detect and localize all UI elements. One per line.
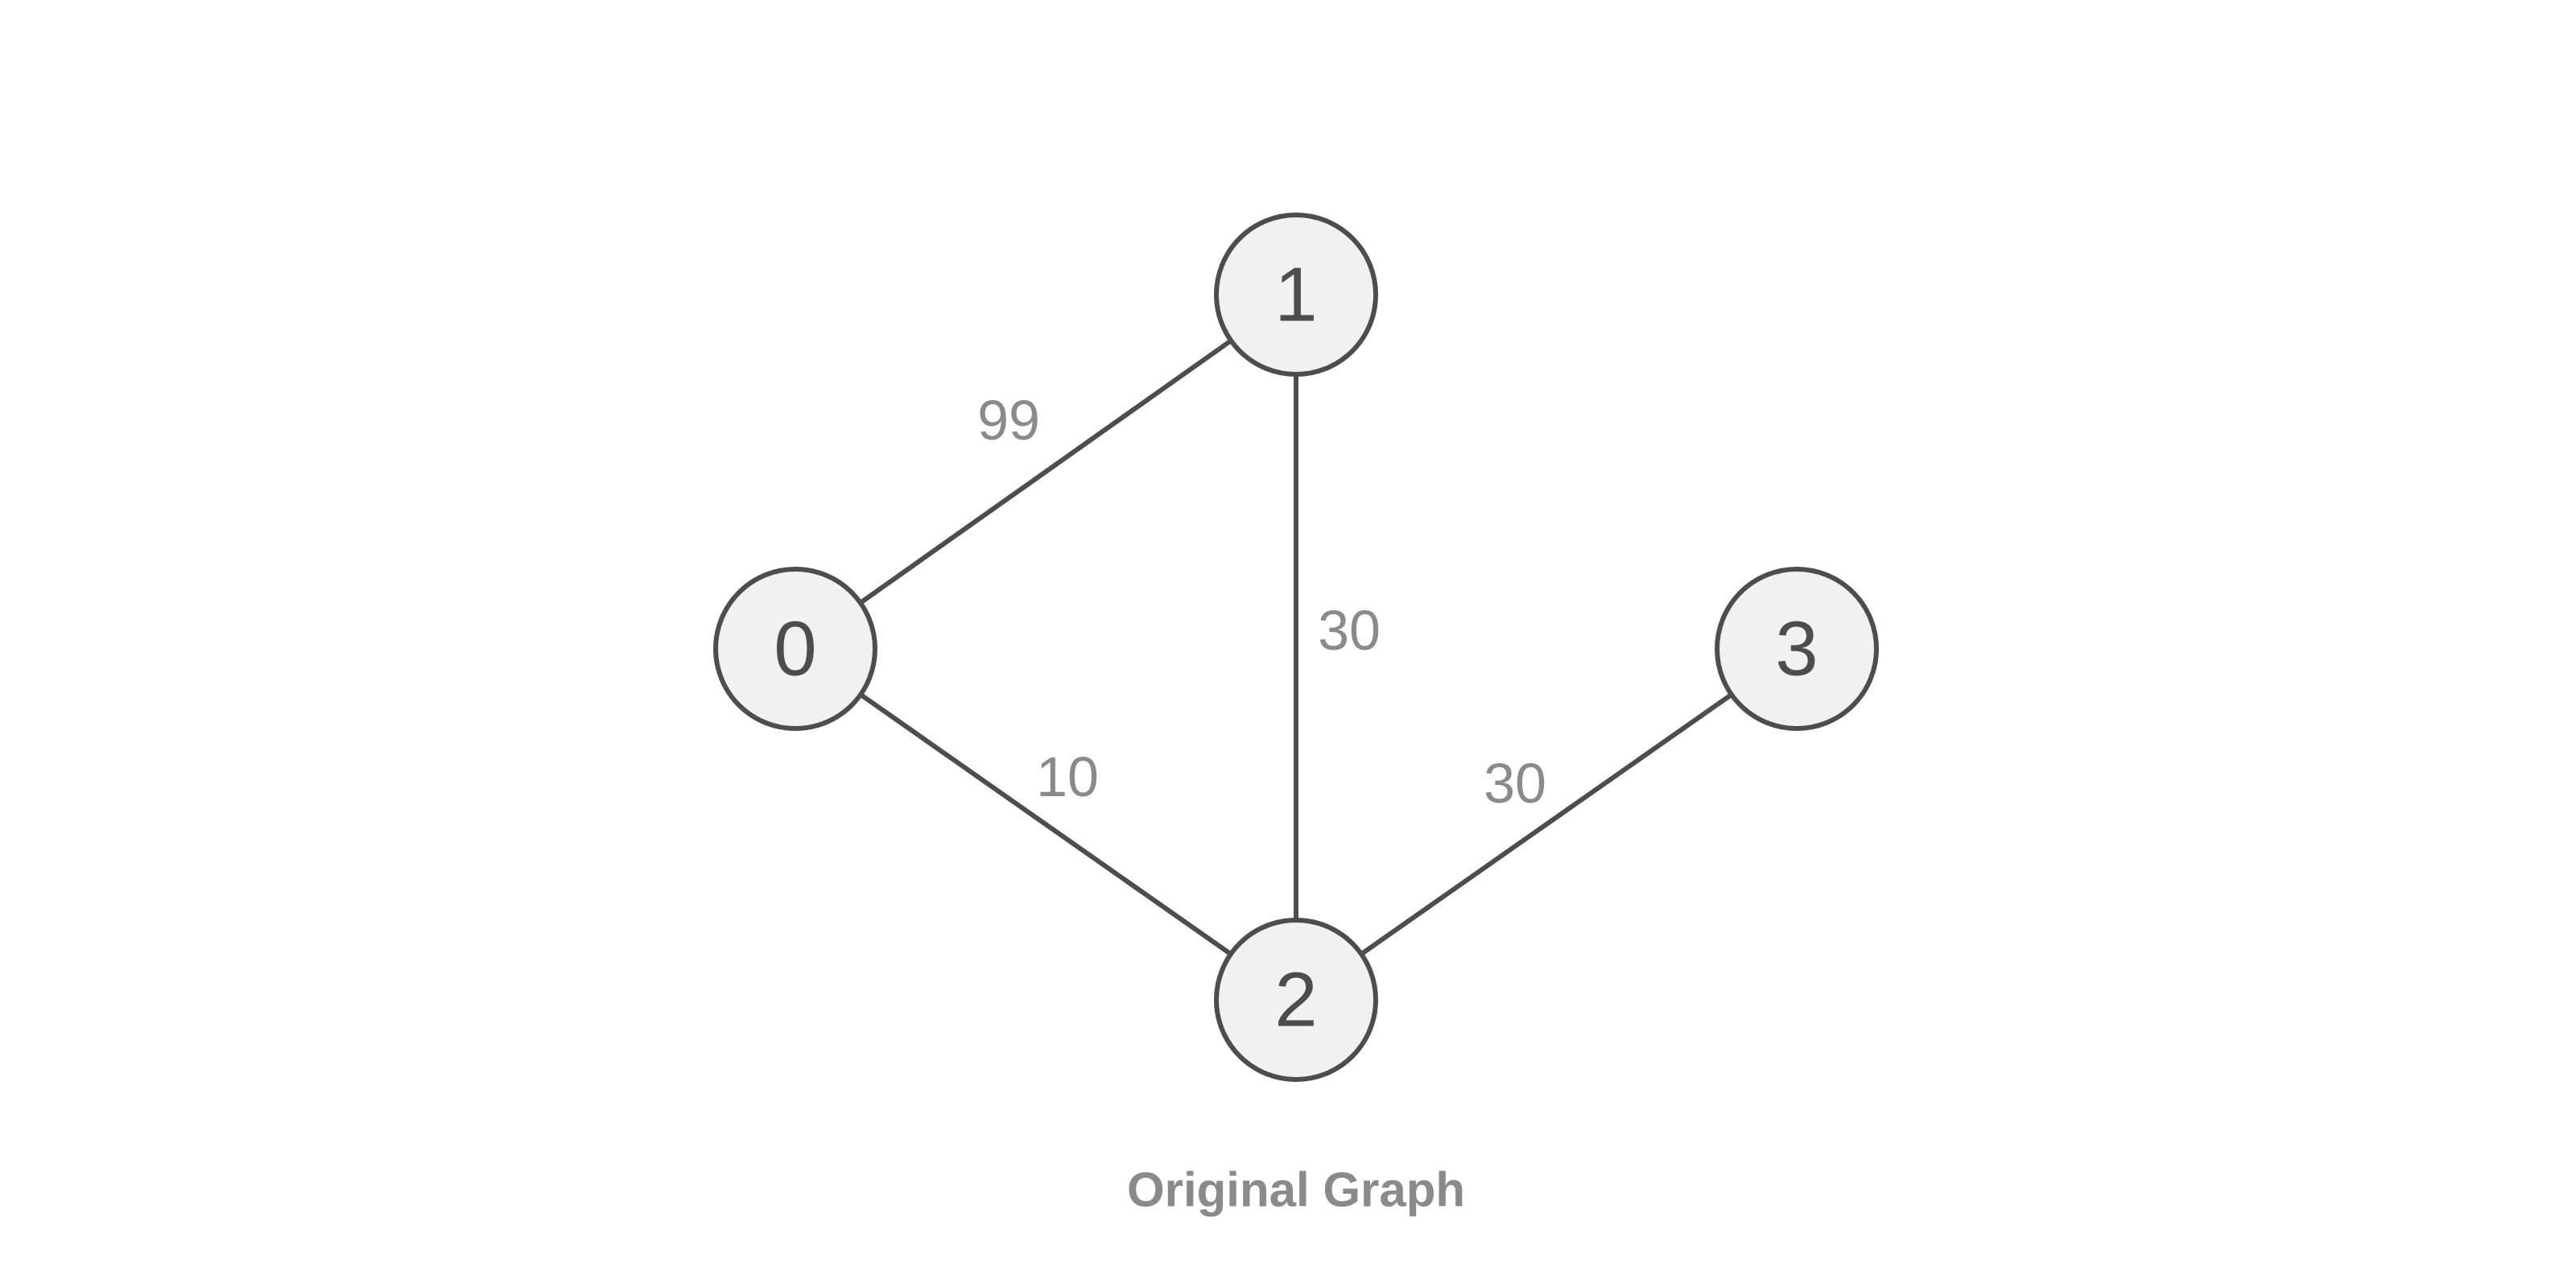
- edge-0-1: [794, 292, 1298, 651]
- graph-caption: Original Graph: [1127, 1163, 1465, 1217]
- node-3-label: 3: [1775, 606, 1818, 692]
- node-1-circle: [1214, 213, 1378, 377]
- node-1: 1: [1214, 213, 1378, 377]
- edge-labels: 99 30 10 30: [977, 389, 1546, 815]
- node-3: 3: [1715, 567, 1879, 731]
- node-1-label: 1: [1274, 252, 1317, 338]
- edge-weight-1-2: 30: [1318, 599, 1381, 662]
- node-0: 0: [713, 567, 877, 731]
- node-0-label: 0: [774, 606, 816, 692]
- node-0-circle: [713, 567, 877, 731]
- edge-weight-0-2: 10: [1036, 745, 1099, 808]
- edge-weight-0-1: 99: [977, 389, 1040, 452]
- node-2-label: 2: [1274, 957, 1317, 1043]
- edge-0-2: [794, 646, 1298, 1002]
- edge-weight-2-3: 30: [1484, 752, 1546, 815]
- node-3-circle: [1715, 567, 1879, 731]
- edges: [794, 292, 1798, 1002]
- node-2: 2: [1214, 918, 1378, 1082]
- node-2-circle: [1214, 918, 1378, 1082]
- edge-2-3: [1294, 646, 1798, 1002]
